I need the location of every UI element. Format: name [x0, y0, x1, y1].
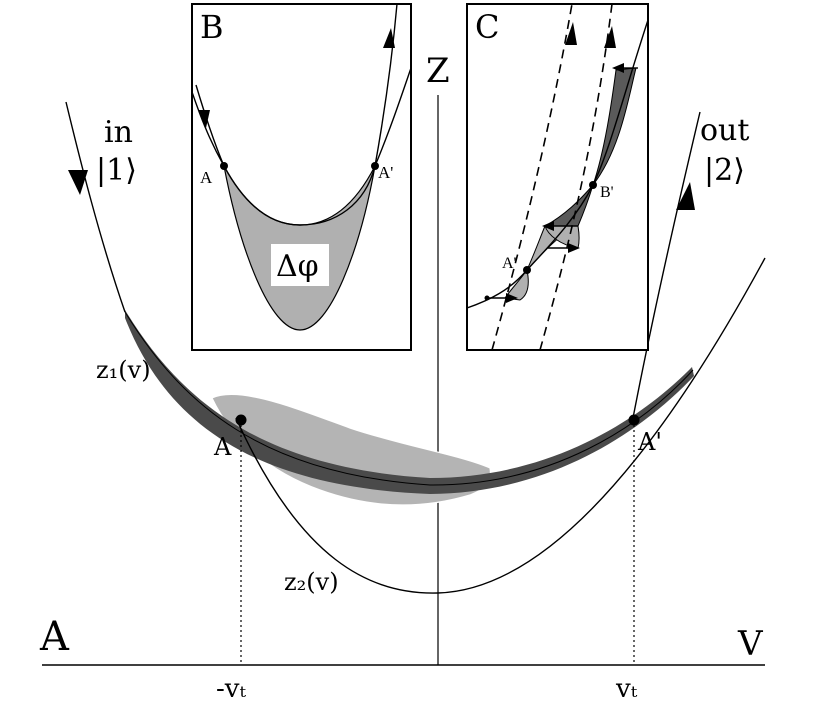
panel-b-outer-curve: [192, 67, 411, 226]
panel-c-frame: [466, 3, 649, 351]
panel-c-start-dot: [484, 295, 490, 301]
panel-c-point-b-prime: [589, 181, 597, 189]
panel-c-h-arrow-1-head: [506, 293, 518, 303]
panel-b-label: B: [200, 8, 224, 46]
panel-c-h-arrow-4-head: [612, 63, 624, 73]
panel-c-point-b-prime-label: B': [600, 184, 614, 201]
dark-band: [125, 310, 694, 494]
panel-c-h-arrow-2-head: [542, 221, 554, 231]
in-state-label: |1⟩: [96, 153, 137, 188]
panel-b: B A A' Δφ: [191, 3, 412, 351]
z2-curve: [235, 257, 766, 594]
in-label: in: [104, 115, 133, 150]
z1-curve: [124, 311, 694, 486]
panel-c-solid-curve: [467, 19, 648, 309]
panel-c-dashed-line-1: [491, 4, 573, 350]
in-curve: [65, 101, 126, 313]
phase-label-box: [271, 244, 329, 286]
panel-b-point-a-prime: [371, 162, 379, 170]
panel-c-point-a-prime: [523, 266, 531, 274]
panel-b-in-arrow: [198, 110, 210, 128]
point-a-prime-label: A': [637, 428, 662, 456]
tick-vt: vₜ: [615, 674, 638, 704]
panel-c-arrow-up-1: [565, 22, 577, 45]
out-curve: [632, 111, 701, 419]
panel-b-point-a-prime-label: A': [378, 163, 393, 182]
phase-label: Δφ: [276, 249, 319, 284]
panel-b-in-curve: [195, 84, 225, 167]
panel-a: A Z V in |1⟩ out |2⟩ z₁(v) z₂(v) A A' -v…: [39, 51, 766, 704]
tick-minus-vt: -vₜ: [216, 674, 246, 704]
point-a-label: A: [213, 433, 232, 461]
axis-v-label: V: [737, 624, 764, 664]
panel-a-label: A: [39, 614, 70, 660]
panel-c-label: C: [475, 8, 499, 46]
out-label: out: [700, 113, 749, 148]
in-arrow: [68, 170, 88, 195]
z1-label: z₁(v): [96, 356, 151, 384]
panel-c-h-arrow-3-head: [568, 243, 580, 253]
out-state-label: |2⟩: [704, 153, 745, 188]
panel-b-out-curve: [374, 4, 398, 167]
panel-b-point-a-label: A: [200, 168, 213, 187]
panel-c-point-a-prime-label: A': [502, 255, 517, 272]
panel-b-point-a: [220, 162, 228, 170]
axis-z-label: Z: [426, 51, 450, 91]
panel-c: C A' B': [466, 3, 649, 351]
panel-c-dashed-line-2: [539, 4, 613, 350]
z2-label: z₂(v): [284, 568, 339, 596]
out-arrow: [676, 182, 695, 210]
panel-b-out-arrow: [383, 28, 395, 48]
panel-c-arrow-up-2: [604, 26, 616, 48]
